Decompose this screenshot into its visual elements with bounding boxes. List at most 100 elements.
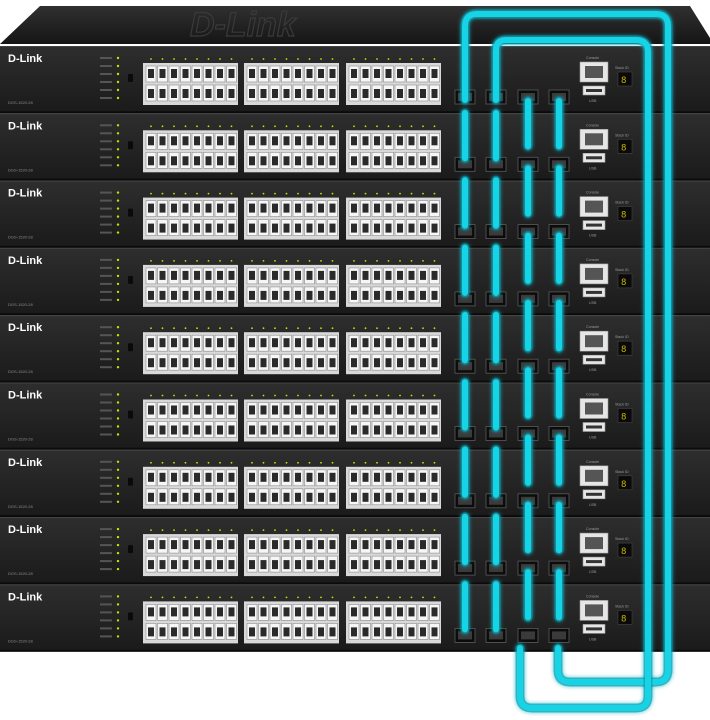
- rj45-port-socket: [217, 425, 223, 435]
- status-led: [116, 207, 120, 210]
- port-led: [320, 192, 322, 195]
- rj45-port-socket: [306, 358, 313, 368]
- rj45-port-socket: [148, 560, 154, 570]
- rj45-port-socket: [249, 560, 255, 570]
- sfp-port-cage: [552, 631, 566, 640]
- rj45-port-socket: [306, 425, 313, 435]
- port-led: [433, 192, 436, 195]
- rj45-port-socket: [182, 203, 189, 213]
- model-label: DGS-1520-28: [8, 167, 33, 172]
- rj45-port-socket: [249, 338, 255, 348]
- status-led: [116, 567, 120, 571]
- port-led: [399, 327, 401, 330]
- port-led: [161, 192, 164, 195]
- rj45-port-socket: [194, 540, 200, 550]
- port-led: [274, 58, 276, 60]
- port-led: [410, 394, 413, 397]
- status-led: [116, 72, 120, 76]
- console-port-socket: [585, 267, 603, 280]
- status-led-label: [100, 568, 112, 571]
- port-led: [399, 58, 401, 60]
- rj45-port-socket: [159, 223, 166, 233]
- rj45-port-socket: [182, 358, 189, 368]
- rj45-port-socket: [272, 156, 278, 166]
- rj45-port-socket: [283, 607, 290, 617]
- rj45-port-socket: [431, 89, 438, 98]
- rj45-port-socket: [272, 338, 278, 348]
- rj45-port-socket: [306, 223, 313, 233]
- port-led: [387, 58, 390, 60]
- rj45-port-socket: [272, 136, 278, 146]
- rj45-port-socket: [431, 270, 438, 280]
- port-led: [353, 260, 355, 262]
- port-led: [262, 192, 265, 195]
- port-led: [230, 394, 233, 397]
- rj45-port-socket: [374, 338, 380, 348]
- port-led: [161, 461, 164, 464]
- rj45-port-socket: [228, 472, 235, 482]
- rj45-port-socket: [249, 203, 255, 213]
- port-led: [376, 327, 378, 330]
- status-led: [116, 433, 120, 436]
- port-led: [364, 529, 367, 531]
- status-led: [116, 199, 120, 202]
- rj45-port-socket: [148, 338, 154, 348]
- rj45-port-socket: [329, 540, 336, 550]
- sfp-port-cage: [489, 227, 503, 236]
- status-led-label: [100, 97, 112, 99]
- rj45-port-socket: [306, 540, 313, 550]
- rj45-port-socket: [397, 223, 403, 233]
- rj45-port-socket: [182, 223, 189, 233]
- status-led-label: [100, 298, 112, 301]
- port-led: [173, 192, 175, 195]
- rj45-port-socket: [194, 492, 200, 502]
- rj45-port-socket: [205, 223, 212, 233]
- rj45-port-socket: [397, 405, 403, 415]
- rj45-port-socket: [431, 203, 438, 213]
- port-led: [207, 327, 210, 330]
- status-led: [116, 215, 120, 218]
- rj45-port-socket: [194, 69, 200, 78]
- rj45-port-socket: [217, 358, 223, 368]
- stack-id-label: Stack ID: [615, 403, 629, 407]
- port-led: [262, 529, 265, 531]
- rj45-port-socket: [408, 405, 415, 415]
- rj45-port-socket: [205, 607, 212, 617]
- rj45-port-socket: [397, 492, 403, 502]
- stack-id-digit: 8: [621, 480, 626, 490]
- port-led: [433, 125, 436, 128]
- port-led: [207, 596, 210, 599]
- rj45-port-socket: [374, 492, 380, 502]
- port-led: [387, 394, 390, 397]
- port-led: [262, 596, 265, 599]
- rj45-port-socket: [249, 405, 255, 415]
- stack-id-label: Stack ID: [615, 268, 629, 272]
- rj45-port-socket: [182, 560, 189, 570]
- rj45-port-socket: [249, 540, 255, 550]
- rj45-port-socket: [217, 69, 223, 78]
- usb-label: USB: [589, 503, 597, 507]
- port-led: [161, 529, 164, 531]
- port-led: [297, 125, 299, 128]
- rj45-port-socket: [318, 156, 324, 166]
- rj45-port-socket: [260, 270, 267, 280]
- rj45-port-socket: [385, 156, 392, 166]
- port-led: [184, 260, 187, 262]
- rj45-port-socket: [397, 627, 403, 637]
- port-led: [274, 596, 276, 599]
- port-led: [251, 260, 253, 262]
- rj45-port-socket: [431, 607, 438, 617]
- rj45-port-socket: [205, 627, 212, 637]
- rj45-port-socket: [283, 425, 290, 435]
- rj45-port-socket: [295, 627, 301, 637]
- reset-button: [128, 275, 133, 284]
- rj45-port-socket: [171, 156, 177, 166]
- rj45-port-socket: [408, 472, 415, 482]
- rj45-port-socket: [171, 540, 177, 550]
- rj45-port-socket: [329, 405, 336, 415]
- rj45-port-socket: [408, 69, 415, 78]
- rj45-port-socket: [374, 425, 380, 435]
- usb-port-slot: [586, 290, 602, 294]
- rj45-port-socket: [249, 156, 255, 166]
- status-led: [116, 559, 120, 563]
